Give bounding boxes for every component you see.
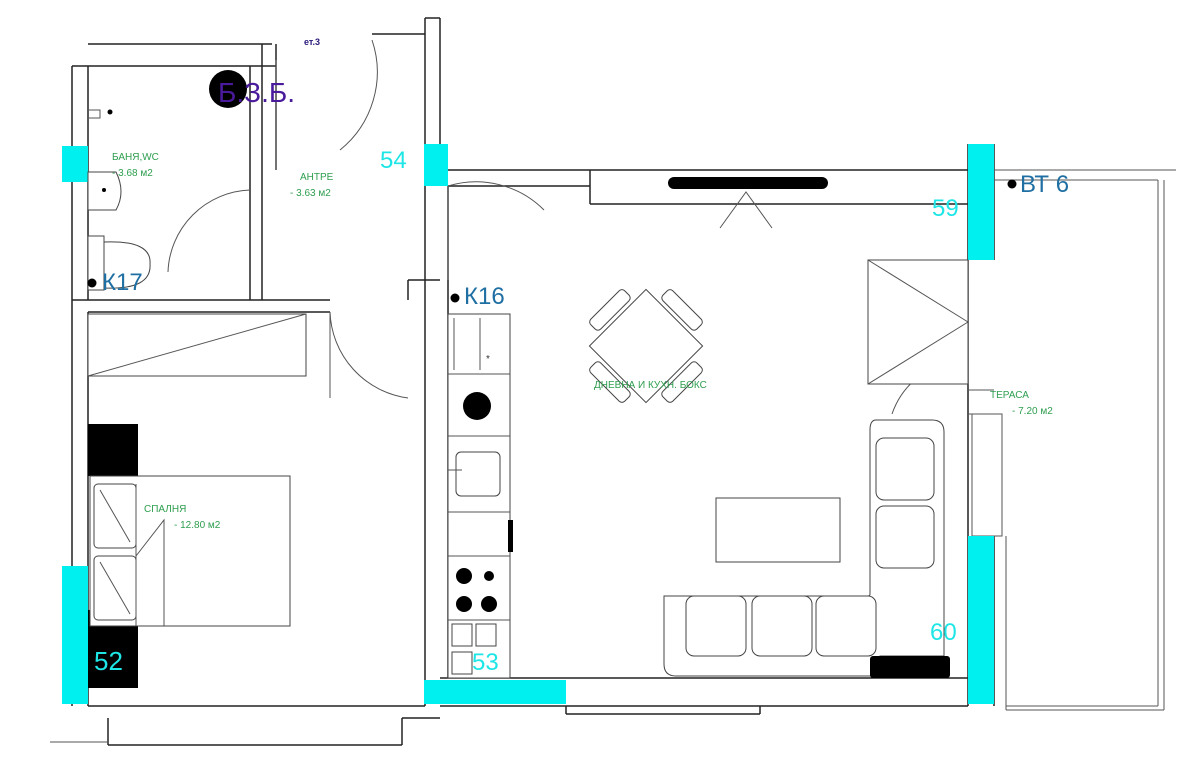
- window-label-59: 59: [932, 195, 959, 222]
- kitchen-counter: *: [447, 313, 513, 679]
- floor-label: ет.3: [304, 37, 320, 47]
- furniture: *: [87, 70, 969, 688]
- window-53: [424, 680, 566, 704]
- room-bath: БАНЯ,WC - 3.68 м2: [112, 152, 159, 179]
- stamp-label: Б.З.Б.: [218, 77, 295, 108]
- cooktop-burner-large: [463, 392, 491, 420]
- bath-fixtures: [87, 109, 151, 291]
- marker-dot-bt6: [1007, 179, 1017, 189]
- stamp-circle: [209, 70, 247, 108]
- window-60: [968, 536, 994, 704]
- side-table: [870, 656, 950, 678]
- dining-set: [588, 288, 704, 404]
- room-name: БАНЯ,WC: [112, 152, 159, 163]
- marker-dot-k17: [87, 278, 97, 288]
- window-label-53: 53: [472, 649, 499, 676]
- room-name: ТЕРАСА: [990, 390, 1029, 401]
- walls: [50, 17, 1176, 746]
- tv-unit: [668, 177, 828, 189]
- marker-dot-k16: [450, 293, 460, 303]
- room-bedroom: СПАЛНЯ - 12.80 м2: [144, 504, 221, 531]
- room-area: - 7.20 м2: [1012, 406, 1053, 417]
- room-area: - 3.63 м2: [290, 188, 331, 199]
- window-bath: [62, 146, 88, 182]
- marker-k17: К17: [102, 269, 143, 296]
- bed: [89, 475, 291, 627]
- hall-wardrobe: [87, 313, 307, 377]
- room-name: ДНЕВНА И КУХН. БОКС: [594, 380, 707, 391]
- marker-bt6: ВТ 6: [1020, 171, 1069, 198]
- marker-k16: К16: [464, 283, 505, 310]
- room-area: - 3.68 м2: [112, 168, 153, 179]
- windows: [62, 144, 994, 704]
- window-59: [968, 144, 994, 260]
- window-52: [62, 566, 88, 704]
- room-name: СПАЛНЯ: [144, 504, 186, 515]
- svg-text:*: *: [486, 354, 490, 365]
- nightstand-top: [88, 424, 138, 476]
- room-area: - 12.80 м2: [174, 520, 221, 531]
- window-54: [424, 144, 448, 186]
- room-terrace: ТЕРАСА - 7.20 м2: [990, 390, 1053, 417]
- room-hall: АНТРЕ - 3.63 м2: [290, 172, 334, 199]
- room-living: ДНЕВНА И КУХН. БОКС: [594, 380, 707, 391]
- window-label-52: 52: [94, 646, 123, 676]
- coffee-table: [715, 497, 841, 563]
- window-label-54: 54: [380, 147, 407, 174]
- window-label-60: 60: [930, 619, 957, 646]
- living-cabinet: [867, 259, 969, 385]
- sofa: [663, 419, 945, 677]
- room-name: АНТРЕ: [300, 172, 334, 183]
